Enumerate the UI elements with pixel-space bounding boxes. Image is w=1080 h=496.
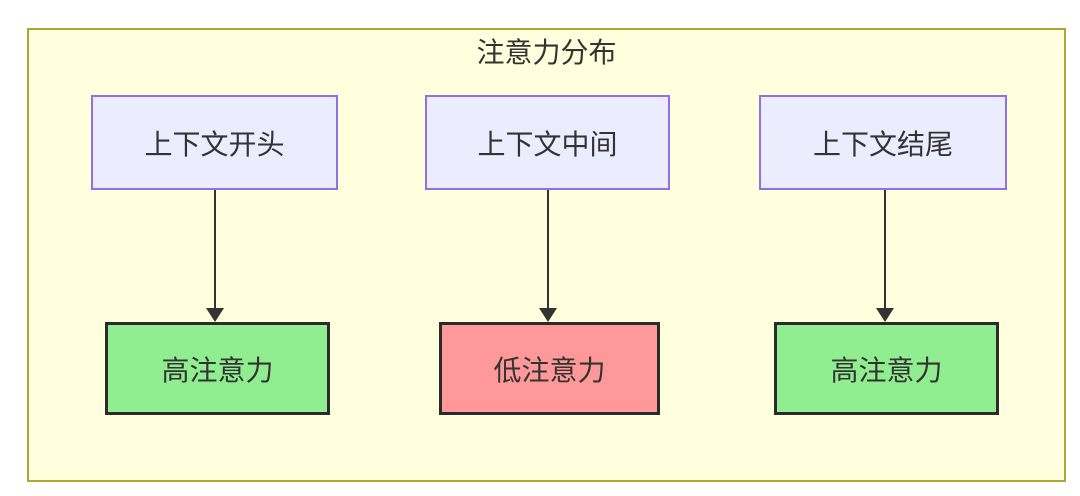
node-high-attention-begin-label: 高注意力 <box>161 354 274 386</box>
node-context-end-label: 上下文结尾 <box>812 128 953 160</box>
node-context-end: 上下文结尾 <box>759 95 1007 190</box>
arrow-shaft <box>547 190 549 308</box>
arrow-begin <box>206 190 224 322</box>
node-low-attention-middle: 低注意力 <box>439 322 660 415</box>
node-context-begin-label: 上下文开头 <box>144 128 285 160</box>
node-context-middle: 上下文中间 <box>425 95 670 190</box>
arrow-middle <box>539 190 557 322</box>
node-high-attention-end-label: 高注意力 <box>830 354 943 386</box>
arrowhead-down-icon <box>876 308 894 322</box>
arrowhead-down-icon <box>539 308 557 322</box>
node-context-begin: 上下文开头 <box>91 95 338 190</box>
node-context-middle-label: 上下文中间 <box>477 128 618 160</box>
arrowhead-down-icon <box>206 308 224 322</box>
node-high-attention-begin: 高注意力 <box>105 322 330 415</box>
arrow-shaft <box>214 190 216 308</box>
diagram-title: 注意力分布 <box>476 37 617 68</box>
arrow-end <box>876 190 894 322</box>
node-high-attention-end: 高注意力 <box>774 322 999 415</box>
arrow-shaft <box>884 190 886 308</box>
attention-distribution-container: 注意力分布 上下文开头 高注意力 上下文中间 低注意力 上下文结尾 <box>27 28 1066 482</box>
node-low-attention-middle-label: 低注意力 <box>493 354 606 386</box>
